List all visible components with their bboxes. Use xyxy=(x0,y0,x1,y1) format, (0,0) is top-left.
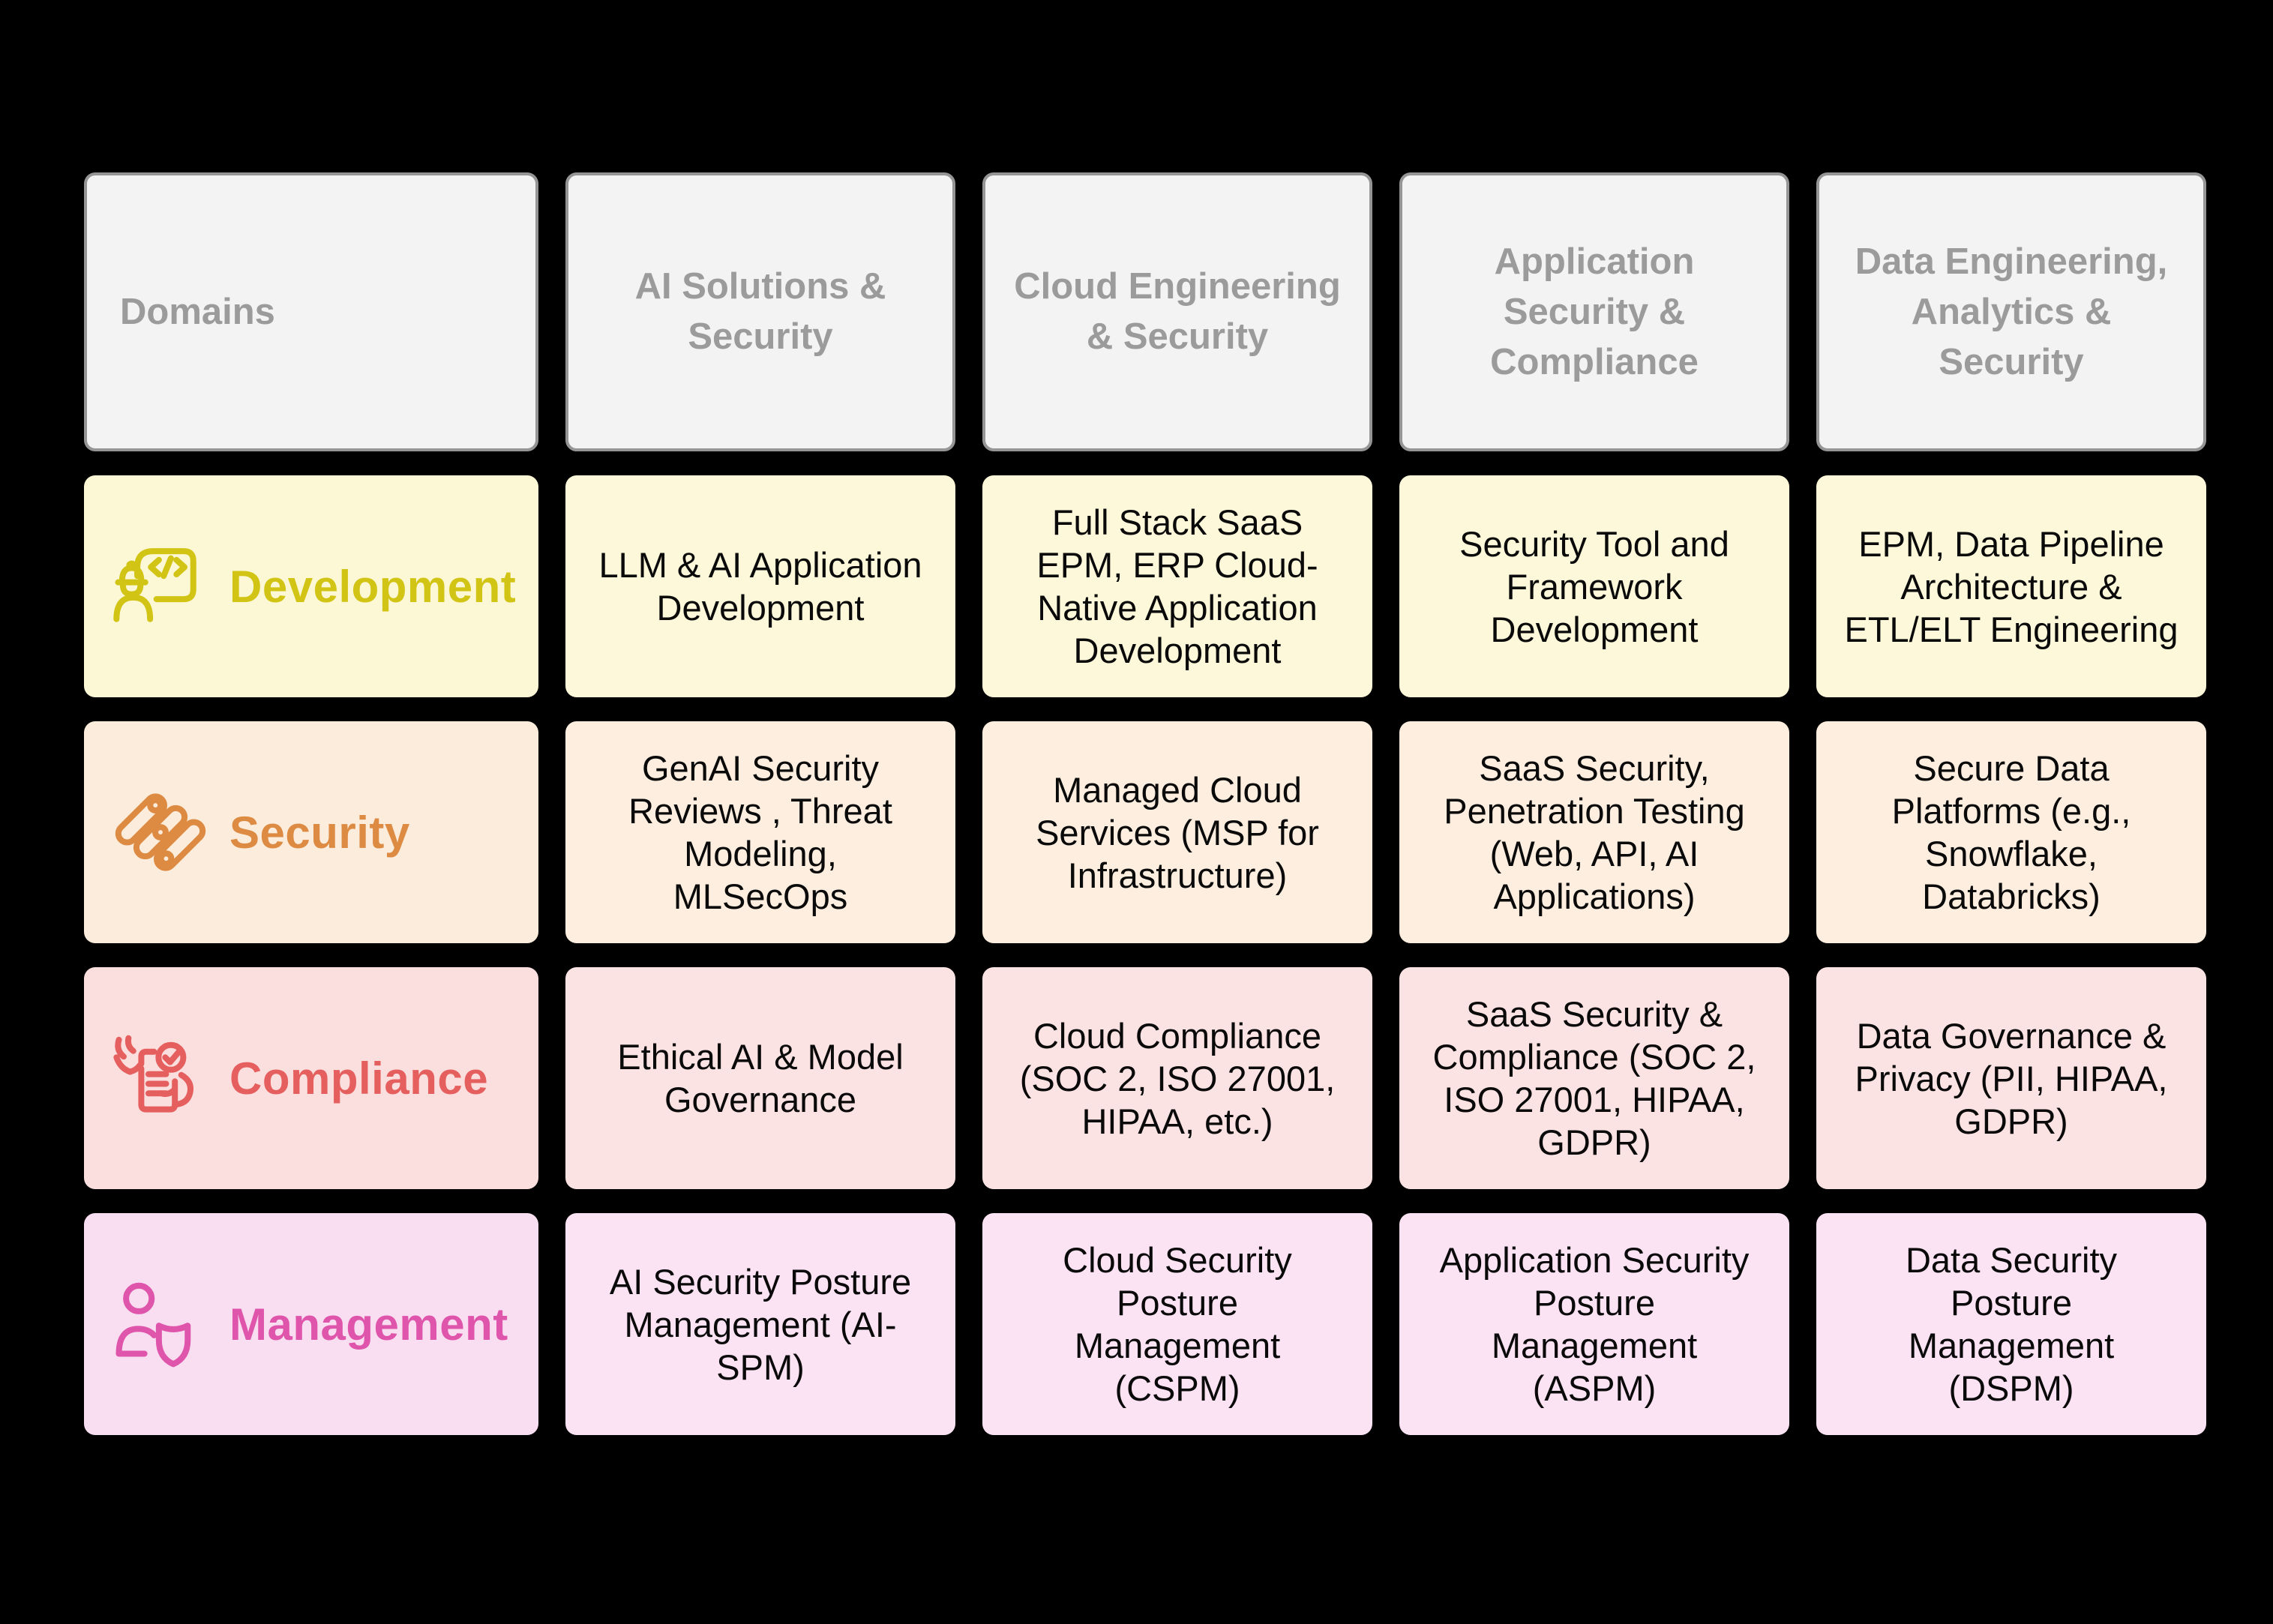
cell-compliance-data-engineering: Data Governance & Privacy (PII, HIPAA, G… xyxy=(1816,967,2206,1189)
cell-development-data-engineering: EPM, Data Pipeline Architecture & ETL/EL… xyxy=(1816,475,2206,697)
cell-management-data-engineering: Data Security Posture Management (DSPM) xyxy=(1816,1213,2206,1435)
cell-development-application-security: Security Tool and Framework Development xyxy=(1399,475,1789,697)
cell-security-data-engineering: Secure Data Platforms (e.g., Snowflake, … xyxy=(1816,721,2206,943)
row-label-security: Security xyxy=(84,721,538,943)
cell-security-cloud-engineering: Managed Cloud Services (MSP for Infrastr… xyxy=(982,721,1372,943)
engineer-code-document-icon xyxy=(113,548,196,622)
scan-capsules-icon xyxy=(115,793,206,871)
cell-text: Application Security Posture Management … xyxy=(1439,1240,1750,1408)
header-application-security-compliance: Application Security & Compliance xyxy=(1399,172,1789,451)
header-cloud-engineering-security: Cloud Engineering & Security xyxy=(982,172,1372,451)
row-label-development: Development xyxy=(84,475,538,697)
cell-text: EPM, Data Pipeline Architecture & ETL/EL… xyxy=(1844,523,2179,649)
cell-text: LLM & AI Application Development xyxy=(598,545,922,628)
cell-text: Security Tool and Framework Development xyxy=(1459,523,1729,649)
row-label-text: Development xyxy=(229,561,517,612)
row-label-compliance: Compliance xyxy=(84,967,538,1189)
cell-text: AI Security Posture Management (AI-SPM) xyxy=(609,1261,912,1387)
row-label-management: Management xyxy=(84,1213,538,1435)
cell-text: SaaS Security, Penetration Testing (Web,… xyxy=(1444,748,1745,916)
header-column-label: Data Engineering, Analytics & Security xyxy=(1855,241,2168,382)
cell-management-ai-solutions: AI Security Posture Management (AI-SPM) xyxy=(565,1213,955,1435)
cell-compliance-application-security: SaaS Security & Compliance (SOC 2, ISO 2… xyxy=(1399,967,1789,1189)
cell-text: Data Security Posture Management (DSPM) xyxy=(1905,1240,2118,1408)
header-column-label: Application Security & Compliance xyxy=(1490,241,1699,382)
checklist-hands-icon xyxy=(113,1035,193,1113)
cell-security-ai-solutions: GenAI Security Reviews , Threat Modeling… xyxy=(565,721,955,943)
cell-security-application-security: SaaS Security, Penetration Testing (Web,… xyxy=(1399,721,1789,943)
header-ai-solutions-security: AI Solutions & Security xyxy=(565,172,955,451)
cell-text: Ethical AI & Model Governance xyxy=(617,1037,904,1119)
header-column-label: AI Solutions & Security xyxy=(634,266,886,357)
header-data-engineering-analytics-security: Data Engineering, Analytics & Security xyxy=(1816,172,2206,451)
cell-development-ai-solutions: LLM & AI Application Development xyxy=(565,475,955,697)
header-column-label: Cloud Engineering & Security xyxy=(1014,266,1341,357)
cell-text: Cloud Security Posture Management (CSPM) xyxy=(1063,1240,1292,1408)
row-label-text: Compliance xyxy=(229,1053,489,1104)
cell-management-cloud-engineering: Cloud Security Posture Management (CSPM) xyxy=(982,1213,1372,1435)
row-label-text: Management xyxy=(229,1299,508,1350)
cell-text: GenAI Security Reviews , Threat Modeling… xyxy=(628,748,892,916)
row-label-text: Security xyxy=(229,807,410,858)
cell-text: Managed Cloud Services (MSP for Infrastr… xyxy=(1036,769,1319,895)
cell-compliance-ai-solutions: Ethical AI & Model Governance xyxy=(565,967,955,1189)
person-shield-icon xyxy=(115,1282,191,1368)
cell-text: Secure Data Platforms (e.g., Snowflake, … xyxy=(1891,748,2131,916)
cell-text: SaaS Security & Compliance (SOC 2, ISO 2… xyxy=(1432,994,1756,1162)
services-matrix: Domains AI Solutions & Security Cloud En… xyxy=(84,172,2206,1435)
cell-management-application-security: Application Security Posture Management … xyxy=(1399,1213,1789,1435)
cell-compliance-cloud-engineering: Cloud Compliance (SOC 2, ISO 27001, HIPA… xyxy=(982,967,1372,1189)
cell-development-cloud-engineering: Full Stack SaaS EPM, ERP Cloud-Native Ap… xyxy=(982,475,1372,697)
cell-text: Data Governance & Privacy (PII, HIPAA, G… xyxy=(1855,1015,2168,1141)
header-domains-label: Domains xyxy=(120,291,275,332)
cell-text: Full Stack SaaS EPM, ERP Cloud-Native Ap… xyxy=(1036,502,1318,670)
header-domains: Domains xyxy=(84,172,538,451)
cell-text: Cloud Compliance (SOC 2, ISO 27001, HIPA… xyxy=(1019,1015,1336,1141)
